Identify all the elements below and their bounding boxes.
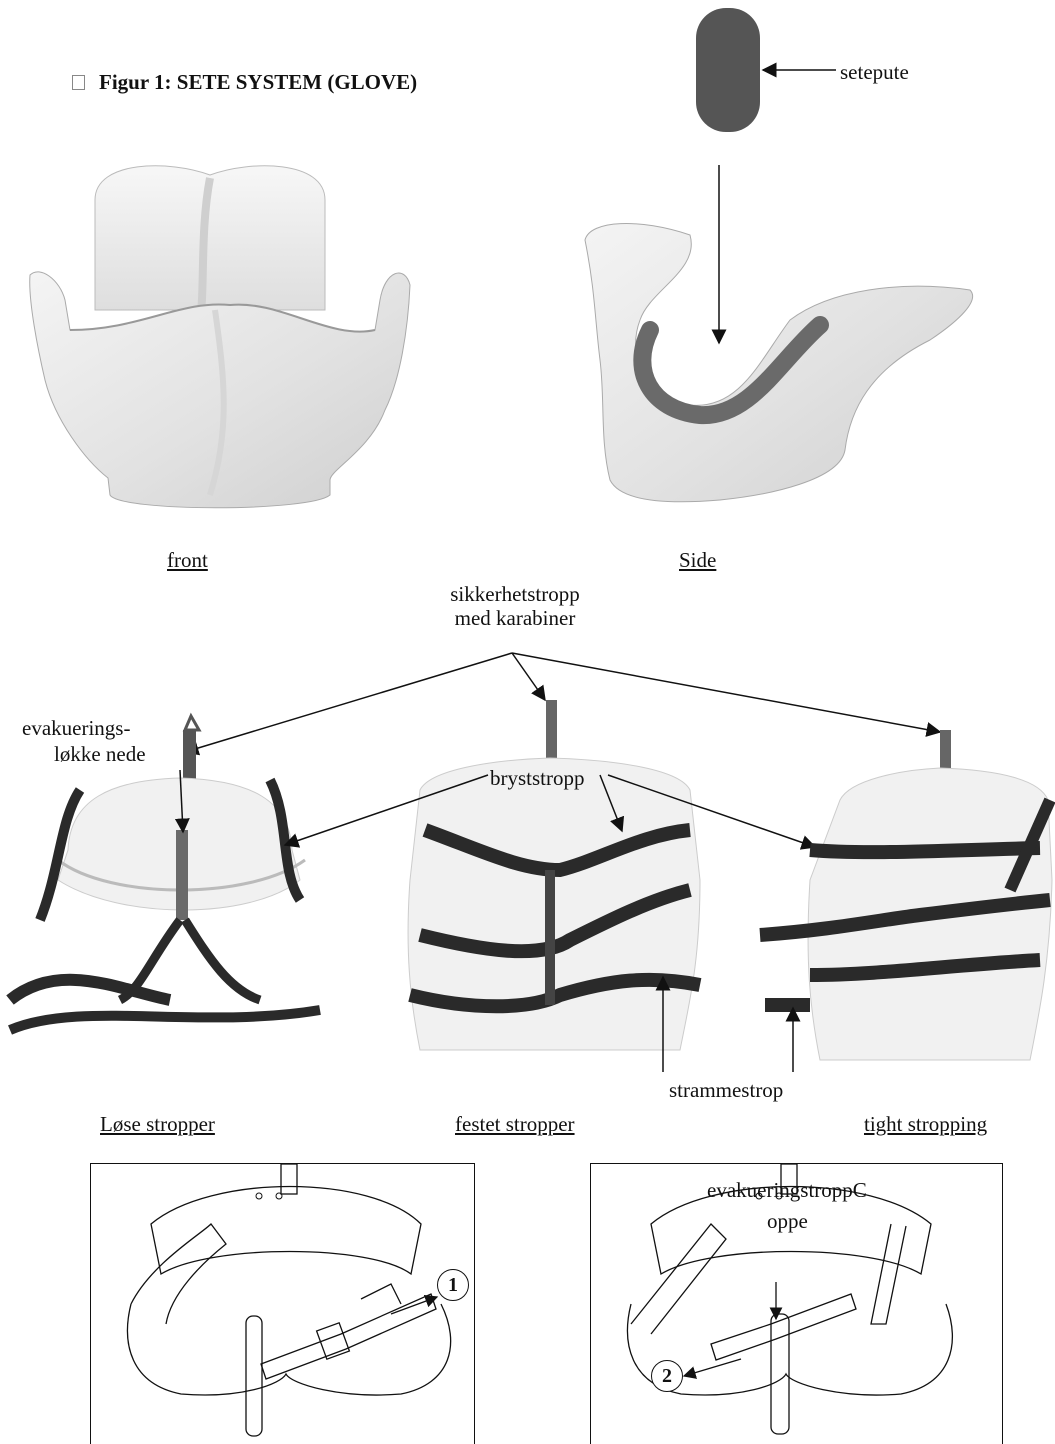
label-evac-low-line1: evakuerings-: [22, 716, 130, 740]
label-tension-strap: strammestrop: [669, 1078, 783, 1102]
label-safety-strap-line2: med karabiner: [420, 606, 610, 630]
step-2-badge: 2: [651, 1360, 683, 1392]
harness-drawing-right: [591, 1164, 1002, 1444]
caption-loose-straps: Løse stropper: [100, 1112, 215, 1136]
step-1-badge: 1: [437, 1269, 469, 1301]
caption-side: Side: [679, 548, 716, 572]
caption-fastened-straps: festet stropper: [455, 1112, 575, 1136]
label-setepute: setepute: [840, 60, 909, 84]
seat-cushion-image: [696, 8, 760, 132]
caption-front: front: [167, 548, 208, 572]
label-evac-strap-top-line1: evakueringstroppC: [707, 1178, 867, 1202]
seat-front-image: [30, 166, 410, 508]
fastened-straps-photo: [408, 700, 700, 1050]
label-safety-strap: sikkerhetstropp med karabiner: [420, 582, 610, 630]
drawing-frame-right: 2: [590, 1163, 1003, 1444]
label-chest-strap: bryststropp: [490, 766, 585, 790]
harness-drawing-left: [91, 1164, 474, 1444]
drawing-frame-left: 1: [90, 1163, 475, 1444]
caption-tight-stropping: tight stropping: [864, 1112, 987, 1136]
tight-stropping-photo: [760, 730, 1052, 1060]
safety-strap-arrows: [185, 653, 940, 752]
label-evac-low-line2: løkke nede: [54, 742, 146, 766]
label-safety-strap-line1: sikkerhetstropp: [420, 582, 610, 606]
seat-side-image: [585, 224, 973, 502]
label-evac-strap-top-line2: oppe: [767, 1209, 808, 1233]
